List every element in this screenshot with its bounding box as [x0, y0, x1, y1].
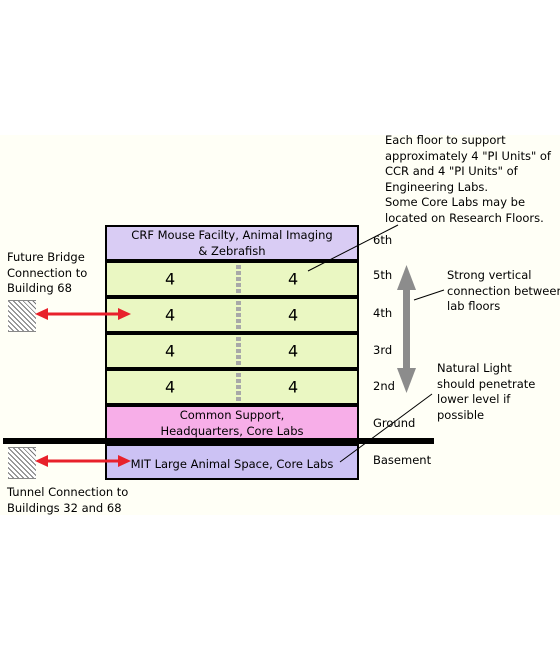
- natural-light-note: Natural Light should penetrate lower lev…: [437, 361, 536, 422]
- floor-ground-description: Common Support, Headquarters, Core Labs: [160, 407, 304, 438]
- floor-2nd-divider: [236, 373, 241, 401]
- existing-building-tunnel-hatch: [8, 447, 36, 479]
- bridge-connection-arrow: [35, 308, 131, 320]
- vertical-connection-note: Strong vertical connection between lab f…: [447, 268, 560, 313]
- floor-6th-box: CRF Mouse Facilty, Animal Imaging & Zebr…: [105, 225, 359, 261]
- floor-4th-label: 4th: [373, 306, 393, 320]
- vertical-connection-leader-line: [413, 289, 445, 301]
- floor-2nd-eng-units: 4: [288, 377, 299, 397]
- floor-basement-box: MIT Large Animal Space, Core Labs: [105, 444, 359, 480]
- bridge-connection-note: Future Bridge Connection to Building 68: [7, 250, 88, 295]
- floor-5th-eng-units: 4: [288, 269, 299, 289]
- floor-3rd-ccr-units: 4: [165, 341, 176, 361]
- pi-units-leader-line: [307, 224, 399, 272]
- floor-3rd-eng-units: 4: [288, 341, 299, 361]
- floor-6th-label: 6th: [373, 233, 393, 247]
- floor-ground-box: Common Support, Headquarters, Core Labs: [105, 405, 359, 440]
- floor-3rd-label: 3rd: [373, 343, 393, 357]
- floor-3rd-divider: [236, 337, 241, 365]
- floor-5th-divider: [236, 265, 241, 293]
- vertical-connection-arrow: [397, 265, 416, 393]
- existing-building-bridge-hatch: [8, 300, 36, 332]
- floor-5th-box: 4 4: [105, 261, 359, 297]
- floor-2nd-ccr-units: 4: [165, 377, 176, 397]
- floor-4th-box: 4 4: [105, 297, 359, 333]
- floor-5th-ccr-units: 4: [165, 269, 176, 289]
- natural-light-leader-line: [339, 393, 433, 463]
- tunnel-connection-arrow: [35, 455, 131, 467]
- floor-2nd-label: 2nd: [373, 379, 395, 393]
- floor-basement-label: Basement: [373, 453, 432, 467]
- floor-4th-eng-units: 4: [288, 305, 299, 325]
- floor-3rd-box: 4 4: [105, 333, 359, 369]
- floor-5th-label: 5th: [373, 268, 393, 282]
- floor-basement-description: MIT Large Animal Space, Core Labs: [130, 457, 334, 471]
- floor-6th-description: CRF Mouse Facilty, Animal Imaging & Zebr…: [131, 228, 333, 258]
- floor-4th-ccr-units: 4: [165, 305, 176, 325]
- ground-line: [3, 438, 434, 444]
- tunnel-connection-note: Tunnel Connection to Buildings 32 and 68: [7, 485, 129, 515]
- pi-units-note: Each floor to support approximately 4 "P…: [385, 133, 551, 225]
- floor-ground-label: Ground: [373, 416, 416, 430]
- floor-2nd-box: 4 4: [105, 369, 359, 405]
- floor-4th-divider: [236, 301, 241, 329]
